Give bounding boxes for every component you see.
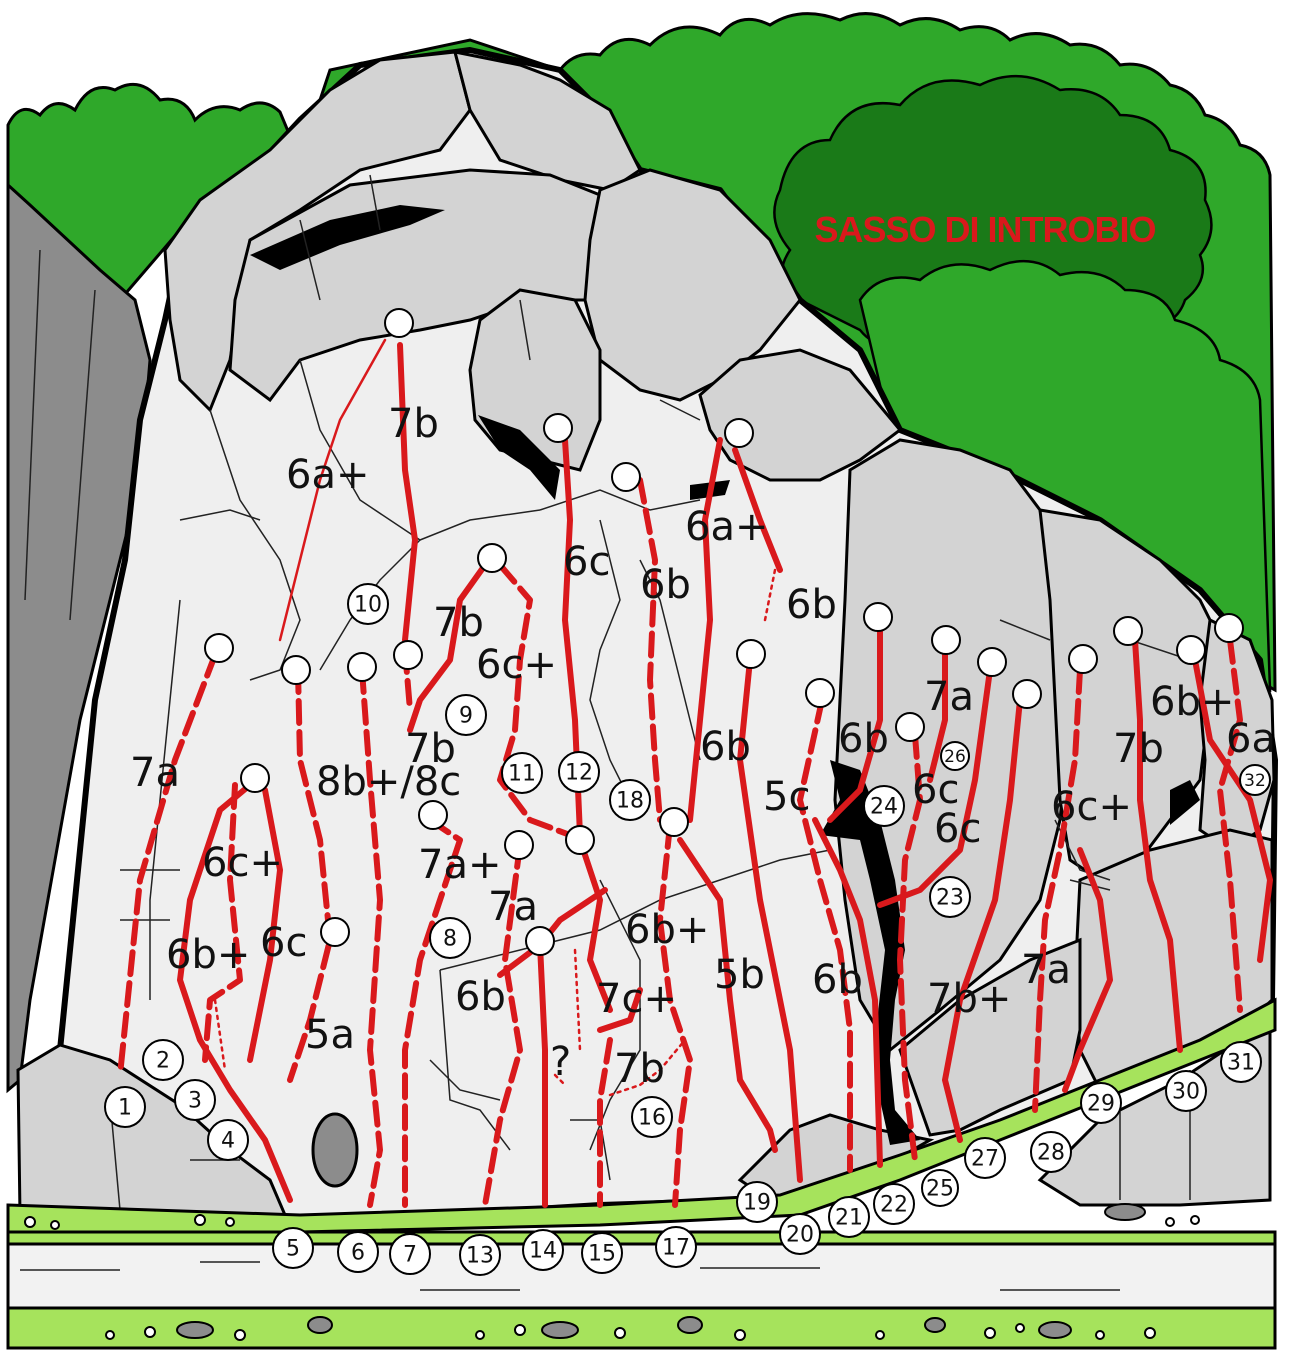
grade-label: 6c+ xyxy=(1051,784,1132,830)
route-number: 30 xyxy=(1172,1080,1200,1105)
route-number: 28 xyxy=(1037,1141,1065,1166)
grade-label: 6a+ xyxy=(685,504,768,550)
rock-hole xyxy=(313,1114,357,1186)
grade-label: 7a+ xyxy=(418,842,501,888)
grade-label: 6c xyxy=(260,920,307,966)
route-number: 6 xyxy=(351,1241,365,1266)
grade-label: 5c xyxy=(763,774,810,820)
route-number: 16 xyxy=(638,1106,666,1131)
grade-label: 7a xyxy=(1021,947,1071,993)
grade-label: 7c+ xyxy=(596,976,677,1022)
grade-label: 6c xyxy=(934,806,981,852)
grade-label: 6b xyxy=(838,716,889,762)
grade-label: 6b xyxy=(700,724,751,770)
route-number: 17 xyxy=(662,1236,690,1261)
route-number: 22 xyxy=(880,1193,908,1218)
grade-label: 6a+ xyxy=(286,452,369,498)
grade-label: 7a xyxy=(130,750,180,796)
crag-title: SASSO DI INTROBIO xyxy=(814,209,1155,250)
route-number: 2 xyxy=(156,1049,170,1074)
grade-label: 6c+ xyxy=(202,840,283,886)
route-number: 24 xyxy=(870,795,898,820)
grade-label: 7a xyxy=(924,674,974,720)
route-number: 1 xyxy=(118,1096,132,1121)
route-number: 27 xyxy=(971,1147,999,1172)
grade-label: 7b xyxy=(388,401,439,447)
route-number: 15 xyxy=(588,1242,616,1267)
route-number: 26 xyxy=(944,747,966,767)
route-number: 18 xyxy=(616,789,644,814)
grade-label: 6b+ xyxy=(166,932,250,978)
route-number: 10 xyxy=(354,593,382,618)
grade-label: 6b+ xyxy=(1150,679,1234,725)
grade-label: 7b xyxy=(1113,726,1164,772)
route-number: 11 xyxy=(508,762,536,787)
grade-label: 5b xyxy=(714,952,765,998)
grade-label: 6b+ xyxy=(625,907,709,953)
route-number: 3 xyxy=(188,1089,202,1114)
grade-label: 7b+ xyxy=(927,976,1011,1022)
route-number: 32 xyxy=(1244,771,1266,791)
route-number: 21 xyxy=(835,1206,863,1231)
route-number: 19 xyxy=(743,1191,771,1216)
grade-label: 5a xyxy=(305,1012,355,1058)
grade-label: 6a xyxy=(1226,716,1276,762)
grade-label: 6b xyxy=(640,562,691,608)
grade-label: 6b xyxy=(812,957,863,1003)
route-number: 13 xyxy=(466,1244,494,1269)
grade-label: 6c xyxy=(563,539,610,585)
grade-label: ? xyxy=(550,1039,571,1085)
grade-label: 6b xyxy=(455,974,506,1020)
route-number: 7 xyxy=(403,1243,417,1268)
route-number: 29 xyxy=(1087,1092,1115,1117)
route-number: 9 xyxy=(459,704,473,729)
route-number: 20 xyxy=(786,1223,814,1248)
grade-label: 7b xyxy=(433,600,484,646)
grade-label: 6c+ xyxy=(476,642,557,688)
route-number: 31 xyxy=(1227,1051,1255,1076)
route-number: 8 xyxy=(443,927,457,952)
route-number: 5 xyxy=(286,1237,300,1262)
grade-label: 6b xyxy=(786,582,837,628)
route-number: 14 xyxy=(529,1239,557,1264)
route-number: 12 xyxy=(565,761,593,786)
grade-label: 7b xyxy=(614,1046,665,1092)
route-number: 25 xyxy=(926,1177,954,1202)
route-number: 4 xyxy=(221,1129,235,1154)
route-number: 23 xyxy=(936,886,964,911)
grade-label: 7b xyxy=(405,726,456,772)
grade-label: 7a xyxy=(488,884,538,930)
